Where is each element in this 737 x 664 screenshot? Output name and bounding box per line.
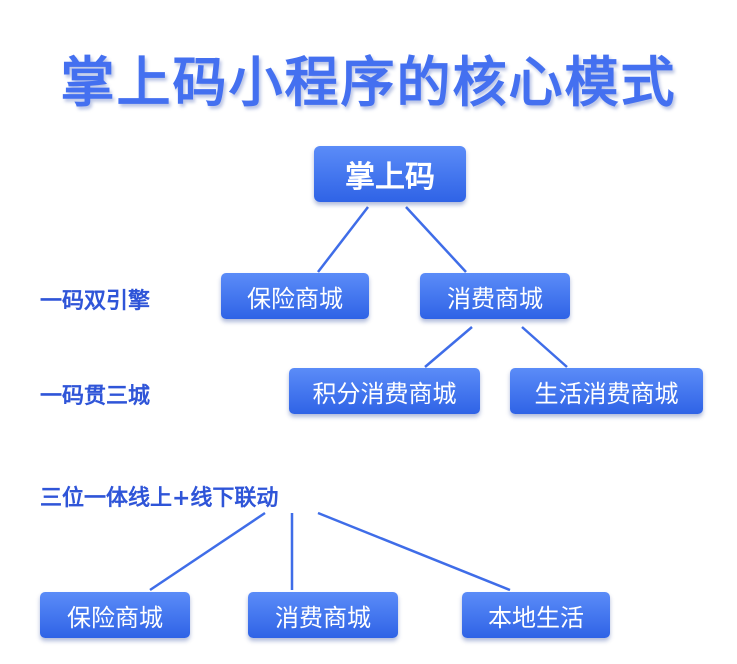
node-label: 生活消费商城 — [534, 379, 679, 408]
link-linkage-insurance — [149, 511, 266, 592]
page-title: 掌上码小程序的核心模式 — [60, 51, 677, 114]
link-linkage-local — [317, 511, 511, 592]
node-label: 保险商城 — [67, 603, 163, 632]
link-root-consumer — [405, 206, 467, 273]
node-insurance-mall: 保险商城 — [221, 273, 369, 319]
node-label: 消费商城 — [447, 284, 543, 313]
root-node-label: 掌上码 — [345, 160, 435, 195]
node-label: 本地生活 — [488, 603, 584, 632]
node-label: 消费商城 — [275, 603, 371, 632]
node-insurance-mall-2: 保险商城 — [40, 592, 190, 638]
node-consumer-mall: 消费商城 — [420, 273, 570, 319]
link-consumer-points — [424, 326, 473, 368]
node-label: 积分消费商城 — [312, 379, 457, 408]
node-life-consumer-mall: 生活消费商城 — [510, 368, 703, 414]
node-consumer-mall-2: 消费商城 — [248, 592, 398, 638]
row-label-linkage: 三位一体线上+线下联动 — [40, 486, 279, 511]
root-node: 掌上码 — [314, 146, 466, 202]
row-label-cities: 一码贯三城 — [40, 384, 151, 409]
node-label: 保险商城 — [247, 284, 343, 313]
node-local-life: 本地生活 — [462, 592, 610, 638]
link-consumer-life — [521, 326, 568, 368]
row-label-engines: 一码双引擎 — [40, 289, 151, 314]
link-root-insurance — [317, 206, 369, 273]
node-points-consumer-mall: 积分消费商城 — [289, 368, 480, 414]
